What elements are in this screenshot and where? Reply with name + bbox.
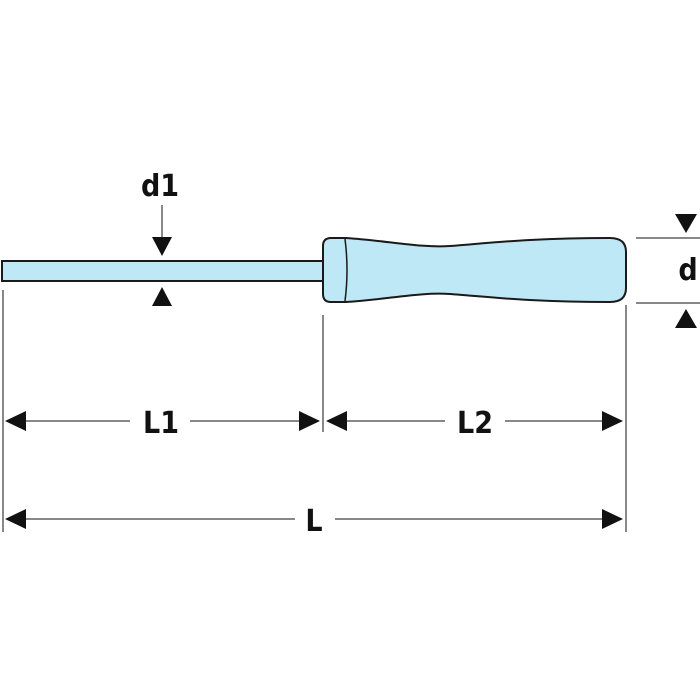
d-arrow-down — [675, 214, 697, 233]
d1-arrow-down — [152, 237, 172, 256]
label-L: L — [305, 504, 322, 539]
d1-arrow-up — [152, 287, 172, 306]
label-L2: L2 — [457, 406, 493, 441]
l1-arrow-left — [5, 411, 26, 431]
l1-arrow-right — [299, 411, 320, 431]
l-arrow-left — [5, 509, 26, 529]
d-arrow-up — [675, 309, 697, 328]
screwdriver-shaft — [1, 260, 325, 282]
handle-collar-line — [344, 238, 348, 302]
l2-arrow-left — [326, 411, 347, 431]
l2-arrow-right — [602, 411, 623, 431]
screwdriver-handle — [322, 236, 627, 304]
label-d: d — [678, 253, 697, 288]
l-arrow-right — [602, 509, 623, 529]
label-L1: L1 — [143, 406, 179, 441]
label-d1: d1 — [141, 169, 179, 204]
